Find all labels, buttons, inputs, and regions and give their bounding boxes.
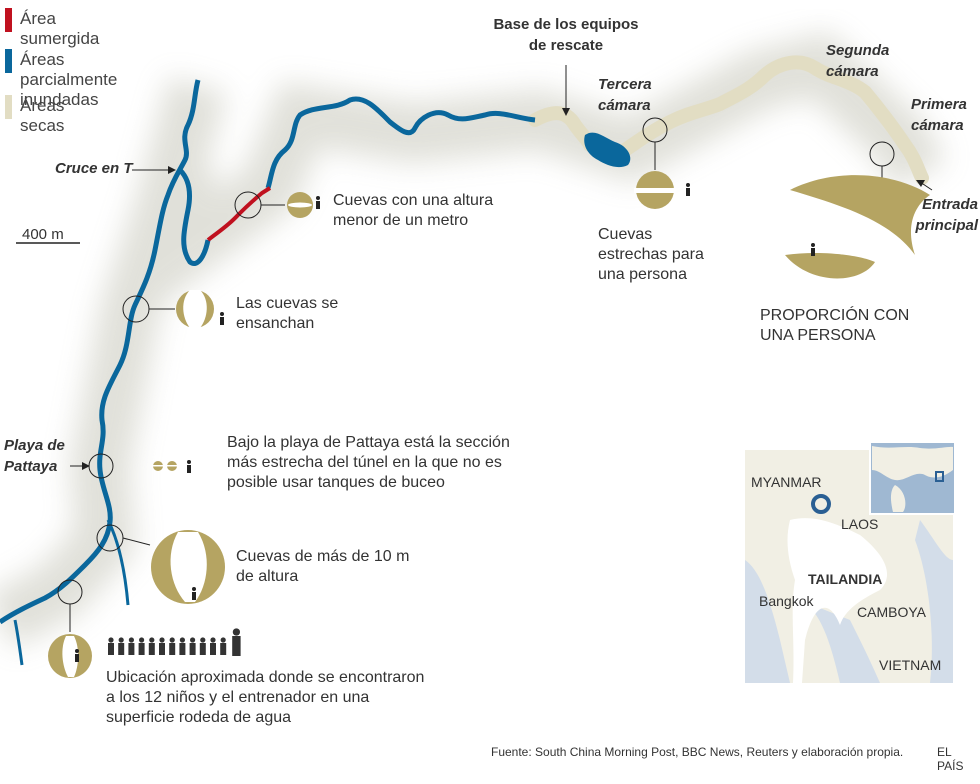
legend-swatch-submerged — [5, 8, 12, 32]
person-icons — [75, 183, 815, 662]
submerged-section — [206, 186, 272, 242]
label-playa-pattaya: Playa de Pattaya — [4, 437, 65, 475]
child-icon — [189, 637, 196, 655]
cross-section-primera — [785, 175, 930, 279]
coach-icon — [232, 628, 241, 656]
flooded-cave-tail — [13, 619, 24, 666]
legend-label-dry: Áreas secas — [20, 96, 65, 135]
scale-label: 400 m — [22, 226, 64, 243]
locator-label-camboya: CAMBOYA — [857, 604, 926, 620]
flooded-cave-spur — [106, 519, 130, 606]
flooded-chamber — [584, 132, 631, 168]
source-note: Fuente: South China Morning Post, BBC Ne… — [491, 745, 904, 759]
locator-label-myanmar: MYANMAR — [751, 474, 822, 490]
child-icon — [169, 637, 176, 655]
note-found-location: Ubicación aproximada donde se encontraro… — [106, 669, 425, 726]
legend-swatch-flooded — [5, 49, 12, 73]
locator-label-tailandia: TAILANDIA — [808, 571, 883, 587]
child-icon — [148, 637, 155, 655]
cross-section-found — [48, 634, 92, 678]
flooded-cave-main — [0, 79, 201, 625]
cross-section-narrow — [634, 171, 676, 209]
cross-section-pattaya — [152, 461, 178, 471]
child-icon — [210, 637, 216, 655]
cross-section-low — [287, 192, 313, 218]
legend-swatch-dry — [5, 95, 12, 119]
locator-label-laos: LAOS — [841, 516, 879, 532]
label-cruce-en-t: Cruce en T — [55, 160, 133, 177]
note-pattaya: Bajo la playa de Pattaya está la sección… — [227, 434, 510, 491]
child-icon — [199, 637, 206, 655]
brand-logo: EL PAÍS — [937, 745, 964, 773]
legend-label-submerged: Área sumergida — [20, 9, 100, 48]
cross-section-icons — [48, 171, 930, 678]
child-icon — [128, 637, 135, 655]
flooded-cave-branch — [178, 96, 536, 266]
locator-map — [745, 441, 956, 683]
locator-label-bangkok: Bangkok — [759, 593, 814, 609]
children-icons — [108, 628, 241, 656]
locator-label-vietnam: VIETNAM — [879, 657, 942, 673]
cross-section-widen — [176, 290, 214, 328]
child-icon — [159, 637, 165, 655]
legend-label-flooded: Áreas parcialmente inundadas — [20, 50, 118, 109]
child-icon — [108, 637, 114, 655]
child-icon — [118, 637, 125, 655]
child-icon — [220, 637, 227, 655]
cross-section-tall — [151, 530, 225, 604]
child-icon — [179, 637, 186, 655]
child-icon — [138, 637, 145, 655]
